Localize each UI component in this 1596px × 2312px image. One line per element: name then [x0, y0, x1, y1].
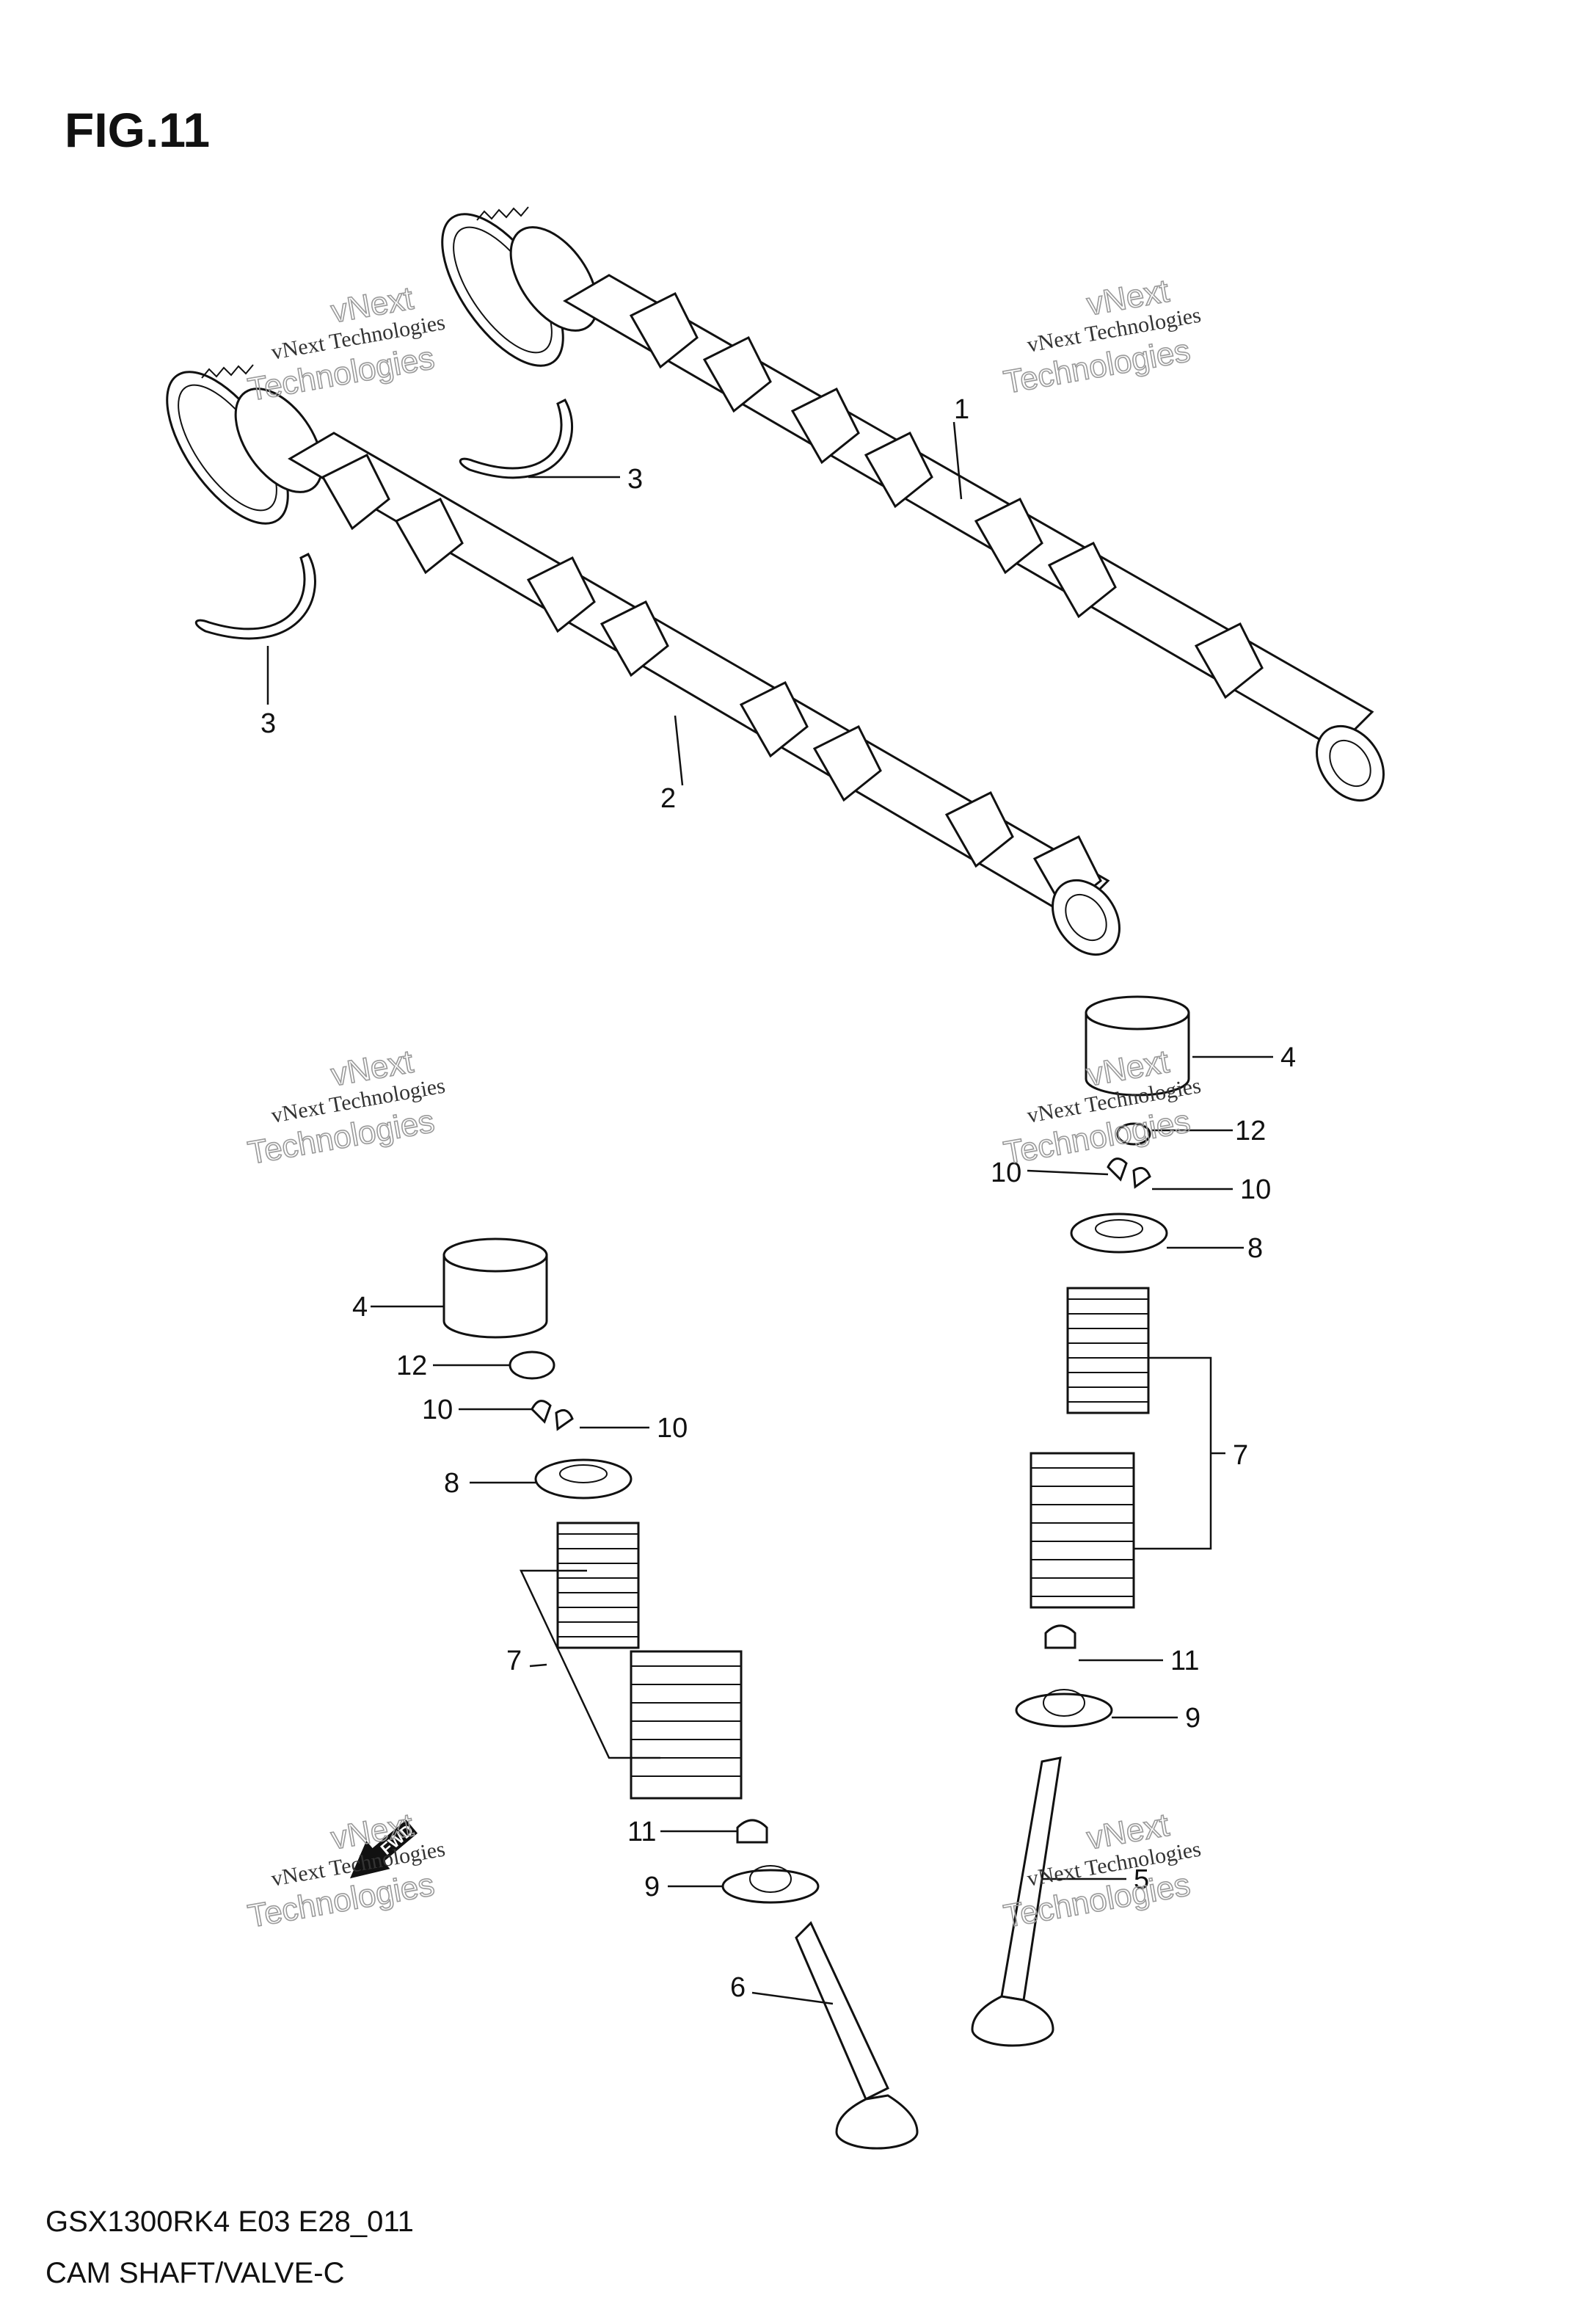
- inner-spring-left: [556, 1522, 640, 1649]
- watermark-5: vNext vNext Technologies Technologies: [244, 1806, 447, 1935]
- model-code: GSX1300RK4 E03 E28_011: [45, 2206, 414, 2238]
- section-name: CAM SHAFT/VALVE-C: [45, 2257, 344, 2289]
- watermark-1: vNext vNext Technologies Technologies: [244, 280, 447, 409]
- callout-5: 5: [1134, 1864, 1149, 1895]
- callout-10-left-b: 10: [657, 1413, 688, 1444]
- callout-7-left: 7: [506, 1646, 522, 1676]
- callout-2: 2: [660, 783, 676, 814]
- callout-8-right: 8: [1247, 1233, 1263, 1264]
- shim-right: [1116, 1122, 1151, 1146]
- watermark-2: vNext vNext Technologies Technologies: [1000, 272, 1203, 401]
- callout-8-left: 8: [444, 1468, 459, 1499]
- callout-11-right: 11: [1170, 1646, 1199, 1676]
- callout-9-left: 9: [644, 1872, 660, 1902]
- watermark-3: vNext vNext Technologies Technologies: [244, 1043, 447, 1172]
- retaining-ring-upper: [459, 399, 573, 479]
- outer-spring-left: [630, 1650, 743, 1800]
- retainer-left: [534, 1458, 633, 1499]
- callout-3-lower: 3: [260, 708, 276, 739]
- callout-11-left: 11: [627, 1817, 656, 1847]
- valve-lifter-left: [442, 1237, 548, 1339]
- cotters-right: [1107, 1157, 1151, 1189]
- callout-10-right-b: 10: [1240, 1174, 1271, 1205]
- valve-assembly-left: [442, 1237, 919, 2150]
- callout-12-right: 12: [1235, 1116, 1266, 1146]
- inner-spring-right: [1066, 1287, 1150, 1414]
- outer-spring-right: [1030, 1452, 1135, 1609]
- valve-left: [795, 1921, 919, 2150]
- valve-right: [971, 1756, 1062, 2047]
- callout-10-left-a: 10: [422, 1395, 453, 1425]
- valve-seal-left: [736, 1819, 768, 1844]
- figure-title: FIG.11: [65, 103, 210, 157]
- retainer-right: [1070, 1213, 1168, 1254]
- spring-seat-left: [721, 1865, 820, 1904]
- spring-seat-right: [1015, 1689, 1113, 1728]
- callout-1: 1: [954, 394, 969, 425]
- valve-seal-right: [1044, 1624, 1076, 1649]
- cam-lobes-1: [629, 291, 1264, 699]
- callout-6: 6: [730, 1972, 746, 2003]
- callout-9-right: 9: [1185, 1703, 1200, 1734]
- cotters-left: [531, 1400, 574, 1431]
- valve-lifter-right: [1085, 995, 1190, 1097]
- shim-left: [509, 1351, 555, 1380]
- cam-sprocket-2: [166, 364, 324, 525]
- camshaft-2: [166, 364, 1121, 956]
- retaining-ring-lower: [195, 553, 316, 640]
- callout-10-right-a: 10: [991, 1157, 1021, 1188]
- valve-assembly-right: [971, 995, 1190, 2047]
- callout-12-left: 12: [396, 1351, 427, 1381]
- callout-4-right: 4: [1280, 1042, 1296, 1073]
- callout-3-upper: 3: [627, 464, 643, 495]
- cam-lobes-2: [321, 453, 1102, 912]
- camshaft-1: [441, 206, 1385, 802]
- callout-7-right: 7: [1233, 1440, 1248, 1471]
- callout-4-left: 4: [352, 1292, 368, 1323]
